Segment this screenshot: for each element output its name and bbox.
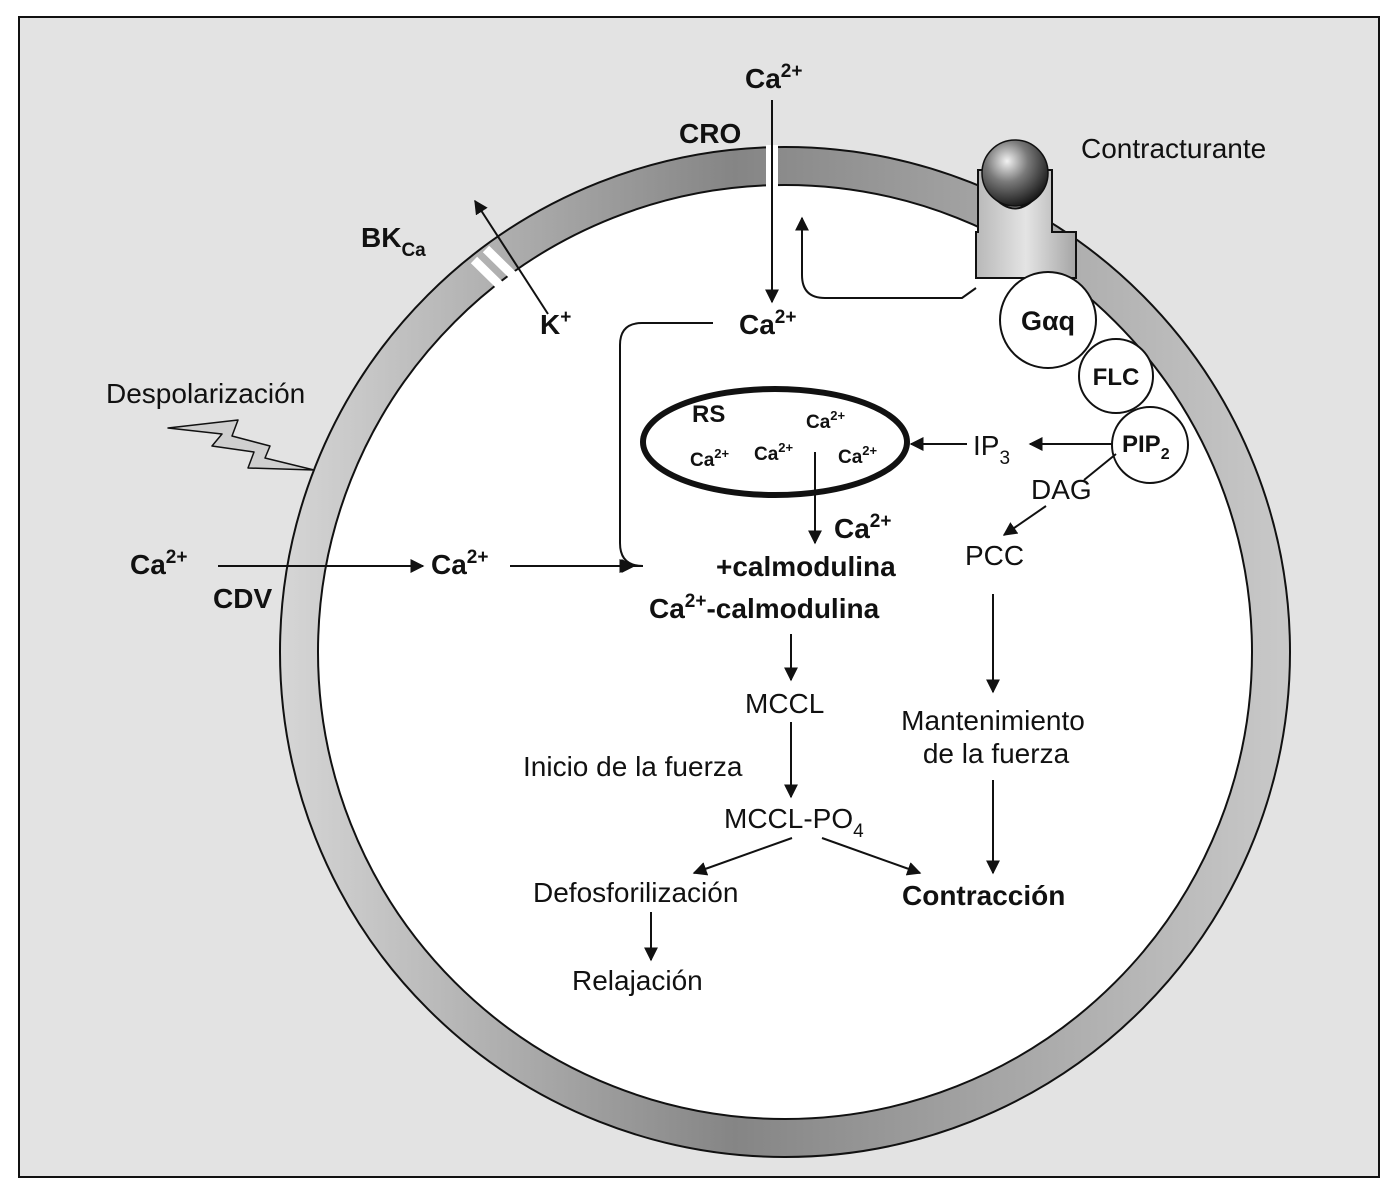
ca-for-calmodulin-label: Ca2+ [834,511,891,544]
po4-to-contraccion-arrow [821,837,922,876]
dag-to-pcc-arrow [1002,505,1047,536]
gaq-label: Gαq [1021,306,1075,336]
flc-label: FLC [1093,364,1140,391]
bkca-k-efflux-arrow [474,199,549,315]
bkca-channel [470,245,539,312]
mccl-label: MCCL [745,688,824,719]
plus-calmodulina-label: +calmodulina [716,551,896,582]
ca-left-outside-label: Ca2+ [130,547,187,580]
ca-calmodulina-label: Ca2+-calmodulina [649,591,880,624]
mantenimiento-label-line1: Mantenimiento [901,705,1085,736]
mccl-po4-label: MCCL-PO4 [724,803,864,842]
rs-reticulum [640,386,910,498]
rs-ca-label-1: Ca2+ [806,408,846,433]
contraccion-label: Contracción [902,880,1065,911]
contracturante-ligand [981,139,1049,207]
lightning-bolt-icon [167,419,315,471]
despolarizacion-label: Despolarización [106,378,305,409]
rs-ca-label-4: Ca2+ [838,443,878,468]
defosforilizacion-label: Defosforilización [533,877,738,908]
gaq-circle [999,271,1097,369]
ca-external-label: Ca2+ [745,61,802,94]
contracturante-label: Contracturante [1081,133,1266,164]
dag-label: DAG [1031,474,1092,505]
inicio-fuerza-label: Inicio de la fuerza [523,751,743,782]
ca-left-inside-label: Ca2+ [431,547,488,580]
cell-interior [317,184,1253,1120]
relajacion-label: Relajación [572,965,703,996]
k-plus-label: K+ [540,307,571,340]
po4-to-defosforilizacion-arrow [692,837,793,876]
mantenimiento-label-line2: de la fuerza [923,738,1070,769]
cro-label: CRO [679,118,741,149]
rs-label: RS [692,401,725,428]
pcc-label: PCC [965,540,1024,571]
pip2-label: PIP2 [1122,431,1170,463]
rs-ca-label-3: Ca2+ [754,440,794,465]
ca-inside-top-label: Ca2+ [739,307,796,340]
ip3-label: IP3 [973,430,1010,469]
cdv-label: CDV [213,583,272,614]
flc-circle [1078,338,1154,414]
bkca-label: BKCa [361,222,426,261]
rs-ca-label-2: Ca2+ [690,446,730,471]
receptor-to-cro-line [795,216,977,299]
pip2-to-dag-line [1083,453,1117,481]
